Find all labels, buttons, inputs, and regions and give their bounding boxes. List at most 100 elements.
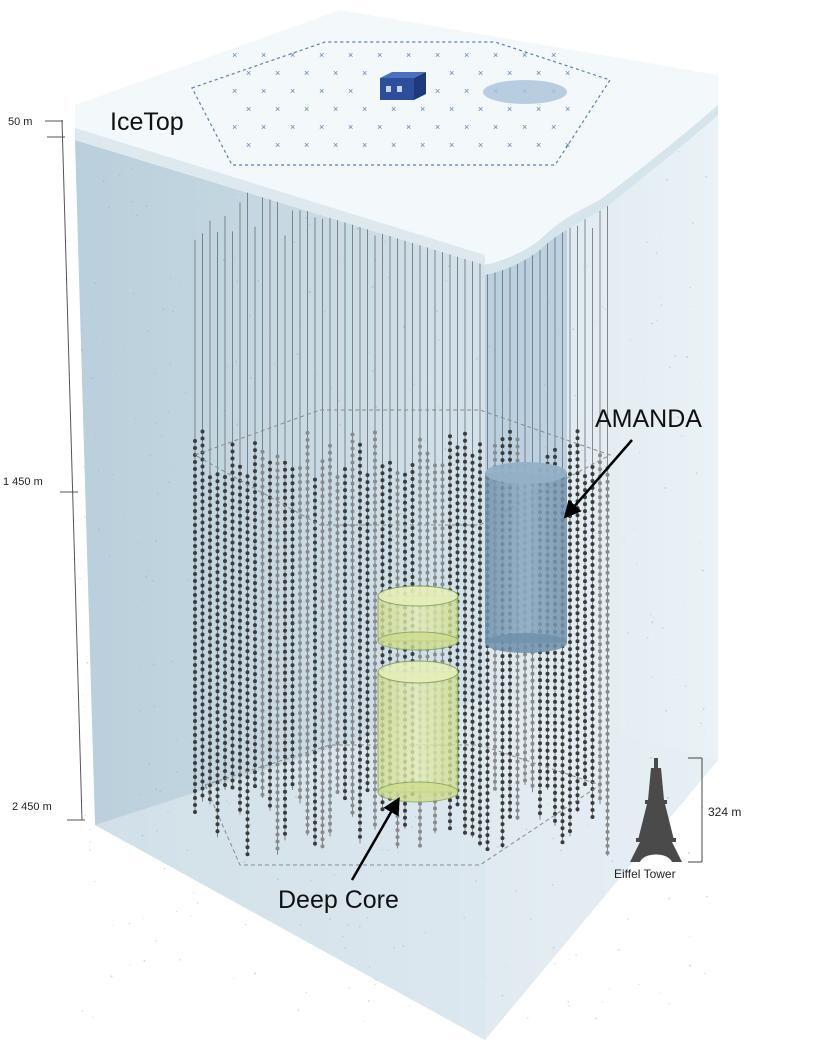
optical-module <box>500 843 505 848</box>
ice-speckle <box>89 841 92 843</box>
optical-module <box>343 621 347 626</box>
optical-module <box>560 686 565 691</box>
optical-module <box>253 567 257 572</box>
optical-module <box>455 543 460 548</box>
optical-module <box>238 765 242 770</box>
optical-module <box>298 725 302 730</box>
optical-module <box>463 606 467 611</box>
optical-module <box>260 561 265 566</box>
optical-module <box>313 680 317 685</box>
optical-module <box>583 579 587 584</box>
optical-module <box>560 707 565 712</box>
optical-module <box>260 764 265 769</box>
optical-module <box>365 655 370 660</box>
optical-module <box>545 769 550 774</box>
optical-module <box>478 645 482 650</box>
optical-module <box>290 579 295 584</box>
ice-speckle <box>568 958 570 960</box>
optical-module <box>343 551 347 556</box>
ice-speckle <box>627 632 629 634</box>
optical-module <box>590 696 595 700</box>
optical-module <box>305 731 310 736</box>
optical-module <box>568 808 572 813</box>
optical-module <box>463 634 467 639</box>
ice-speckle <box>400 1018 402 1020</box>
optical-module <box>283 649 287 654</box>
optical-module <box>583 565 587 570</box>
optical-module <box>343 670 347 675</box>
optical-module <box>283 474 287 479</box>
optical-module <box>313 792 317 797</box>
optical-module <box>448 448 452 453</box>
optical-module <box>568 654 572 659</box>
optical-module <box>245 838 250 843</box>
optical-module <box>590 591 595 595</box>
optical-module <box>605 535 610 540</box>
optical-module <box>245 754 250 759</box>
optical-module <box>365 606 370 611</box>
optical-module <box>350 579 355 584</box>
optical-module <box>373 528 377 533</box>
optical-module <box>470 523 475 528</box>
optical-module <box>313 582 317 587</box>
optical-module <box>223 573 227 577</box>
icetop-station: × <box>333 104 338 114</box>
optical-module <box>358 701 362 706</box>
optical-module <box>463 627 467 632</box>
optical-module <box>553 755 557 760</box>
optical-module <box>208 601 212 606</box>
optical-module <box>298 522 302 527</box>
optical-module <box>193 509 197 513</box>
optical-module <box>455 585 460 590</box>
ice-speckle <box>162 308 165 311</box>
optical-module <box>418 577 422 582</box>
optical-module <box>283 691 287 696</box>
ice-speckle <box>475 357 478 360</box>
ice-speckle <box>568 1005 570 1007</box>
ice-speckle <box>695 472 698 475</box>
optical-module <box>373 738 377 743</box>
icetop-station: × <box>449 68 454 78</box>
optical-module <box>223 678 227 682</box>
optical-module <box>568 605 572 610</box>
ice-speckle <box>163 935 165 937</box>
optical-module <box>223 524 227 528</box>
optical-module <box>223 776 227 780</box>
optical-module <box>283 754 287 759</box>
ice-speckle <box>507 784 510 787</box>
optical-module <box>373 689 377 694</box>
optical-module <box>515 703 520 708</box>
optical-module <box>605 570 610 575</box>
optical-module <box>335 650 340 654</box>
ice-speckle <box>344 947 346 949</box>
optical-module <box>253 665 257 670</box>
optical-module <box>223 517 227 521</box>
optical-module <box>560 665 565 670</box>
optical-module <box>395 541 400 546</box>
optical-module <box>208 727 212 732</box>
optical-module <box>598 544 602 549</box>
optical-module <box>223 657 227 661</box>
optical-module <box>253 553 257 558</box>
optical-module <box>268 635 272 640</box>
optical-module <box>463 508 467 513</box>
optical-module <box>193 782 197 786</box>
optical-module <box>253 763 257 768</box>
optical-module <box>605 598 610 603</box>
optical-module <box>493 667 497 672</box>
ice-speckle <box>660 304 663 306</box>
optical-module <box>365 648 370 653</box>
ice-speckle <box>193 892 195 894</box>
optical-module <box>328 751 332 756</box>
optical-module <box>583 474 587 479</box>
optical-module <box>380 499 385 504</box>
ice-speckle <box>265 330 267 332</box>
icetop-station: × <box>551 50 556 60</box>
optical-module <box>493 758 497 763</box>
optical-module <box>215 668 220 673</box>
optical-module <box>568 451 572 456</box>
optical-module <box>515 717 520 722</box>
optical-module <box>508 758 512 763</box>
ice-speckle <box>129 964 131 966</box>
optical-module <box>275 671 280 676</box>
